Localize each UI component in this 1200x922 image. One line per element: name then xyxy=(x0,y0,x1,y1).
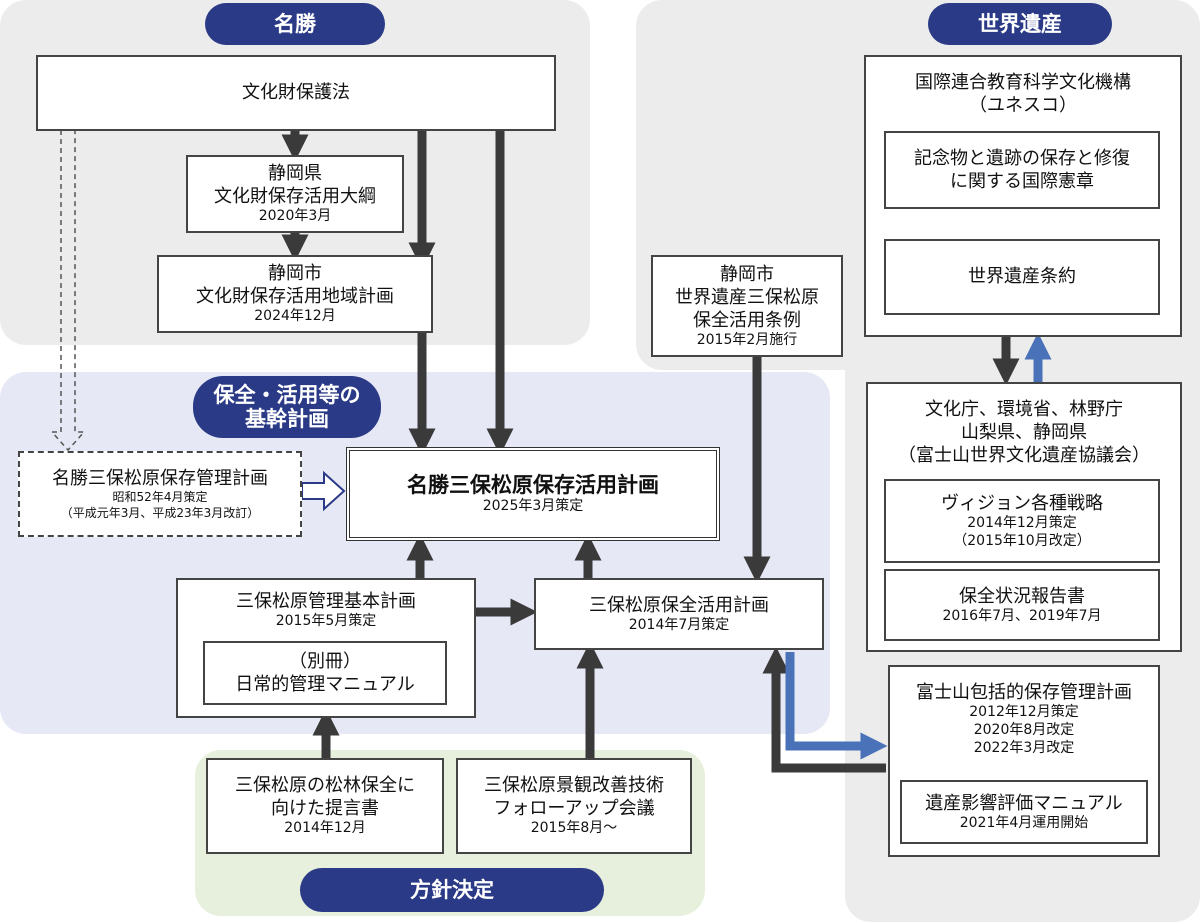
fuji-plan-line4: 2022年3月改定 xyxy=(973,739,1075,756)
kikan-label: 保全・活用等の 基幹計画 xyxy=(193,376,381,438)
box-keikan: 三保松原景観改善技術 フォローアップ会議 2015年8月〜 xyxy=(456,758,692,854)
box-teigen: 三保松原の松林保全に 向けた提言書 2014年12月 xyxy=(206,758,444,854)
hozen-katsuyo-line1: 三保松原保全活用計画 xyxy=(589,594,769,616)
box-main-plan: 名勝三保松原保存活用計画 2025年3月策定 xyxy=(346,447,720,541)
jourei-line3: 保全活用条例 xyxy=(693,309,801,331)
jourei-line4: 2015年2月施行 xyxy=(696,331,798,348)
bunkazai-law-text: 文化財保護法 xyxy=(242,82,350,104)
pref-line3: 2020年3月 xyxy=(258,208,332,225)
hoshin-label: 方針決定 xyxy=(300,868,604,912)
joyaku-text: 世界遺産条約 xyxy=(968,266,1076,288)
box-vision: ヴィジョン各種戦略 2014年12月策定 （2015年10月改定） xyxy=(884,479,1160,563)
report-line1: 保全状況報告書 xyxy=(959,585,1085,607)
box-shizuoka-pref: 静岡県 文化財保存活用大綱 2020年3月 xyxy=(186,155,404,233)
fuji-plan-line3: 2020年8月改定 xyxy=(973,721,1075,738)
hia-manual-line1: 遺産影響評価マニュアル xyxy=(925,792,1123,814)
council-line3: （富士山世界文化遺産協議会） xyxy=(898,445,1150,467)
kikan-label-line2: 基幹計画 xyxy=(245,407,329,431)
city-line3: 2024年12月 xyxy=(254,308,336,325)
pref-line1: 静岡県 xyxy=(268,163,322,185)
kensho-line1: 記念物と遺跡の保存と修復 xyxy=(914,147,1130,169)
box-joyaku: 世界遺産条約 xyxy=(884,239,1160,315)
hoshin-label-text: 方針決定 xyxy=(410,877,494,902)
jourei-line1: 静岡市 xyxy=(720,263,774,285)
pref-line2: 文化財保存活用大綱 xyxy=(214,186,376,208)
main-plan-date: 2025年3月策定 xyxy=(482,498,584,515)
box-hia-manual: 遺産影響評価マニュアル 2021年4月運用開始 xyxy=(900,780,1148,844)
city-line2: 文化財保存活用地域計画 xyxy=(196,286,394,308)
keikan-line2: フォローアップ会議 xyxy=(493,798,655,820)
teigen-line2: 向けた提言書 xyxy=(271,798,379,820)
meisho-label-text: 名勝 xyxy=(274,11,316,36)
box-bunkazai-law: 文化財保護法 xyxy=(36,55,556,131)
meisho-label: 名勝 xyxy=(205,3,385,45)
fuji-plan-line2: 2012年12月策定 xyxy=(969,704,1079,721)
keikan-line3: 2015年8月〜 xyxy=(530,820,618,837)
kensho-line2: に関する国際憲章 xyxy=(950,171,1094,192)
kikan-label-line1: 保全・活用等の xyxy=(213,382,361,407)
report-line2: 2016年7月、2019年7月 xyxy=(942,607,1102,624)
jourei-line2: 世界遺産三保松原 xyxy=(675,286,819,308)
kanri-kihon-line1: 三保松原管理基本計画 xyxy=(236,591,416,612)
city-line1: 静岡市 xyxy=(268,263,322,285)
manual-line1: （別冊） xyxy=(289,650,361,672)
hia-manual-line2: 2021年4月運用開始 xyxy=(959,814,1089,831)
box-hozon-kanri: 名勝三保松原保存管理計画 昭和52年4月策定 （平成元年3月、平成23年3月改訂… xyxy=(18,451,302,537)
hozon-kanri-line2: 昭和52年4月策定 xyxy=(112,490,208,505)
main-plan-title: 名勝三保松原保存活用計画 xyxy=(407,472,659,497)
box-hozen-katsuyo: 三保松原保全活用計画 2014年7月策定 xyxy=(534,578,824,650)
sekai-label: 世界遺産 xyxy=(928,3,1112,45)
box-kensho: 記念物と遺跡の保存と修復 に関する国際憲章 xyxy=(884,131,1160,209)
fuji-plan-line1: 富士山包括的保存管理計画 xyxy=(916,682,1132,703)
box-manual: （別冊） 日常的管理マニュアル xyxy=(203,641,447,705)
vision-line1: ヴィジョン各種戦略 xyxy=(941,492,1103,514)
kanri-kihon-line2: 2015年5月策定 xyxy=(275,613,377,630)
teigen-line1: 三保松原の松林保全に xyxy=(235,775,415,797)
council-line1: 文化庁、環境省、林野庁 xyxy=(925,399,1123,420)
hozon-kanri-line3: （平成元年3月、平成23年3月改訂） xyxy=(60,505,260,520)
unesco-line1: 国際連合教育科学文化機構 xyxy=(915,72,1131,93)
manual-line2: 日常的管理マニュアル xyxy=(235,674,415,695)
box-shizuoka-city: 静岡市 文化財保存活用地域計画 2024年12月 xyxy=(157,255,433,333)
box-report: 保全状況報告書 2016年7月、2019年7月 xyxy=(884,569,1160,641)
vision-line3: （2015年10月改定） xyxy=(953,532,1091,549)
box-jourei: 静岡市 世界遺産三保松原 保全活用条例 2015年2月施行 xyxy=(651,255,843,357)
vision-line2: 2014年12月策定 xyxy=(967,514,1077,531)
unesco-line2: （ユネスコ） xyxy=(969,95,1077,117)
keikan-line1: 三保松原景観改善技術 xyxy=(484,775,664,797)
teigen-line3: 2014年12月 xyxy=(284,820,366,837)
hozon-kanri-line1: 名勝三保松原保存管理計画 xyxy=(52,468,268,490)
council-line2: 山梨県、静岡県 xyxy=(961,422,1087,444)
hozen-katsuyo-line2: 2014年7月策定 xyxy=(628,616,730,633)
sekai-label-text: 世界遺産 xyxy=(978,11,1062,36)
